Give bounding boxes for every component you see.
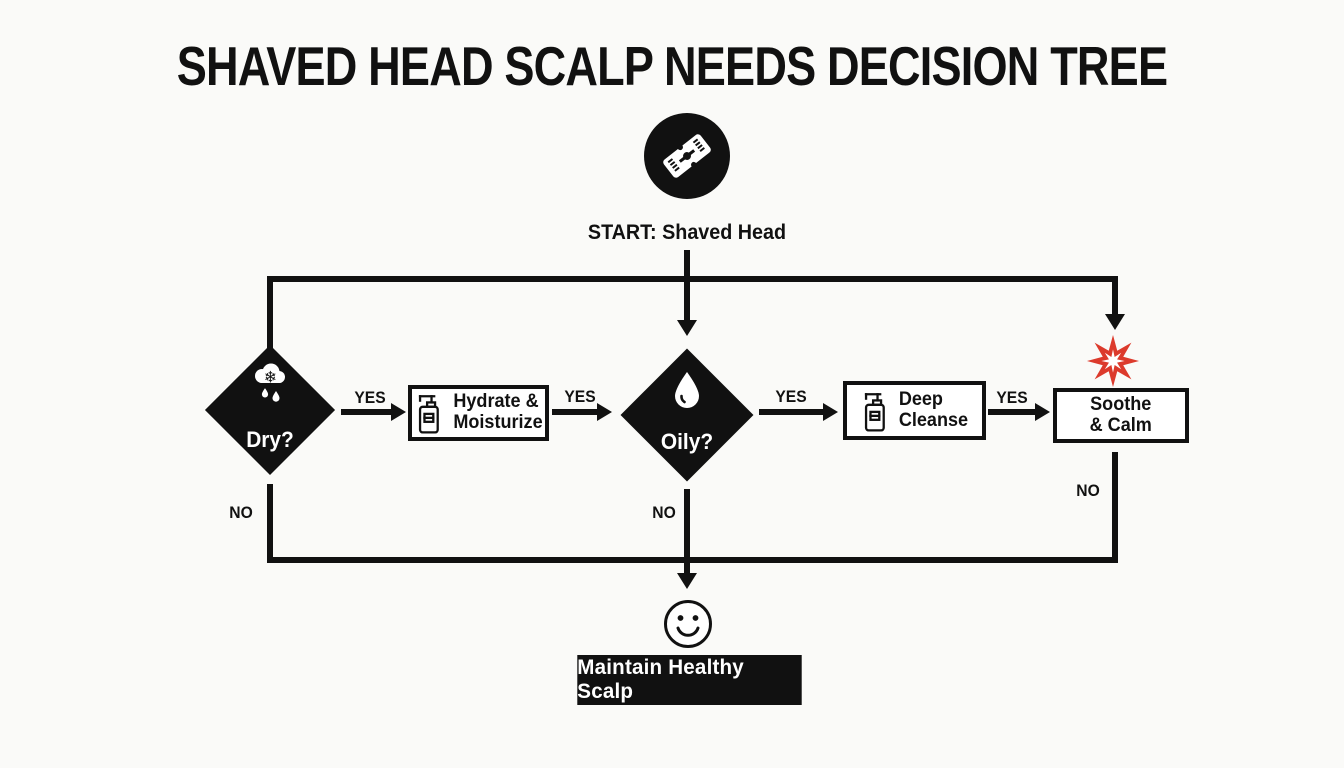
outcome-maintain-label: Maintain Healthy Scalp <box>577 656 744 703</box>
arrowhead-oily-yes <box>823 403 838 421</box>
start-node <box>644 113 730 199</box>
arrowhead-hydrate-yes <box>597 403 612 421</box>
lotion-bottle-icon <box>418 395 439 434</box>
action-hydrate-line2: Moisturize <box>452 412 543 433</box>
outcome-maintain-box: Maintain Healthy Scalp <box>577 655 802 705</box>
edge-label-soothe-no: NO <box>1076 481 1100 500</box>
page-title: SHAVED HEAD SCALP NEEDS DECISION TREE <box>176 35 1168 97</box>
connector-rail-to-soothe <box>1112 276 1118 316</box>
action-deep-cleanse-box: Deep Cleanse <box>843 381 986 440</box>
razor-blade-icon <box>663 134 711 178</box>
edge-label-oily-yes: YES <box>775 387 807 406</box>
arrowhead-cleanse-yes <box>1035 403 1050 421</box>
cleanser-bottle-icon <box>864 392 885 432</box>
connector-bottom-rail <box>267 557 1118 563</box>
connector-top-rail <box>267 276 1118 282</box>
action-deep-cleanse-line1: Deep <box>898 388 944 410</box>
arrowhead-to-oily <box>677 320 697 336</box>
connector-start-stem <box>684 250 690 278</box>
action-hydrate-label: Hydrate & Moisturize <box>452 391 543 434</box>
edge-label-hydrate-yes: YES <box>564 387 596 406</box>
action-deep-cleanse-line2: Cleanse <box>898 409 969 431</box>
edge-dry-yes-line <box>341 409 391 415</box>
smiley-face-icon <box>664 600 712 648</box>
edge-hydrate-yes-line <box>552 409 597 415</box>
start-label: START: Shaved Head <box>587 221 787 244</box>
edge-dry-no-line <box>267 484 273 563</box>
edge-label-oily-no: NO <box>652 503 676 522</box>
dry-flaky-scalp-icon: ❄ <box>255 363 285 402</box>
action-hydrate-line1: Hydrate & <box>452 391 539 413</box>
edge-label-dry-yes: YES <box>354 388 386 407</box>
arrowhead-to-maintain <box>677 573 697 589</box>
decision-oily-label: Oily? <box>660 429 714 454</box>
action-soothe-line2: & Calm <box>1089 414 1153 436</box>
connector-rail-to-dry <box>267 276 273 350</box>
edge-soothe-no-line <box>1112 452 1118 563</box>
action-hydrate-box: Hydrate & Moisturize <box>408 385 549 441</box>
edge-cleanse-yes-line <box>988 409 1035 415</box>
irritation-starburst-icon <box>1086 334 1140 388</box>
edge-oily-yes-line <box>759 409 823 415</box>
action-soothe-box: Soothe & Calm <box>1053 388 1189 443</box>
action-soothe-line1: Soothe <box>1090 393 1152 415</box>
action-soothe-label: Soothe & Calm <box>1089 393 1153 437</box>
edge-label-cleanse-yes: YES <box>996 388 1028 407</box>
action-deep-cleanse-label: Deep Cleanse <box>898 388 969 432</box>
decision-dry-label: Dry? <box>246 427 294 452</box>
arrowhead-dry-yes <box>391 403 406 421</box>
connector-rail-to-oily <box>684 276 690 322</box>
oil-drop-icon <box>675 372 699 408</box>
arrowhead-to-soothe <box>1105 314 1125 330</box>
edge-oily-no-line <box>684 489 690 575</box>
svg-text:❄: ❄ <box>264 368 277 387</box>
edge-label-dry-no: NO <box>229 503 253 522</box>
